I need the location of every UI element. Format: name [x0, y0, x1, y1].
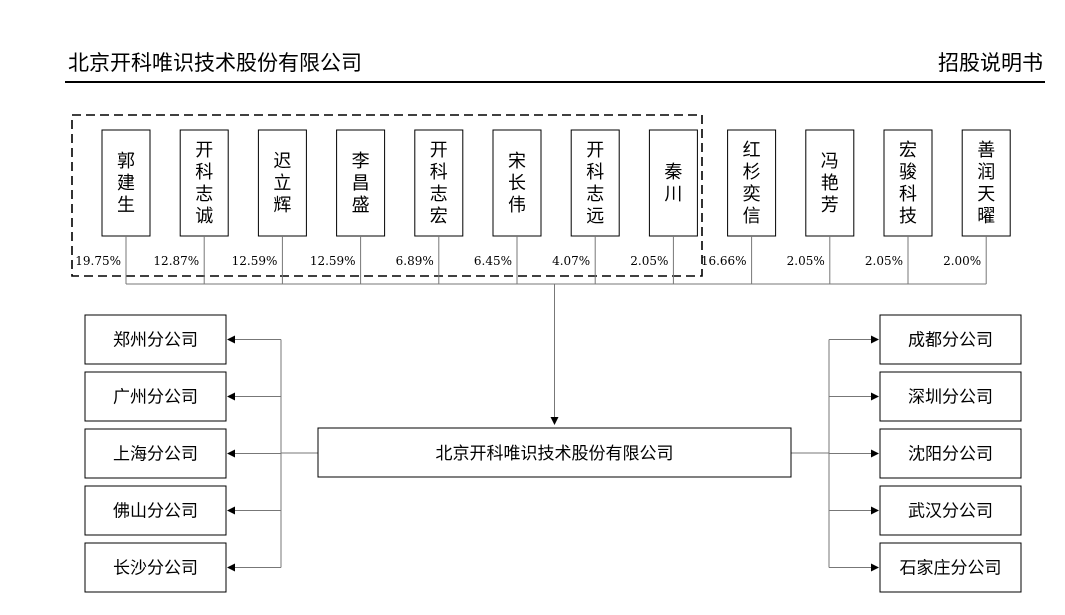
shareholder-item: 开科志远: [570, 129, 620, 237]
shareholding-percentage: 6.45%: [474, 254, 512, 268]
branch-label: 武汉分公司: [908, 502, 993, 522]
shareholder-name: 秦川: [664, 162, 682, 205]
branch-label: 沈阳分公司: [908, 445, 993, 465]
shareholder-name: 迟立辉: [273, 151, 291, 216]
branch-box: [879, 371, 1022, 422]
shareholder-item: 李昌盛: [336, 129, 386, 237]
shareholding-percentage: 2.00%: [943, 254, 981, 268]
branch-office-right: 武汉分公司: [879, 485, 1022, 536]
branch-office-right: 深圳分公司: [879, 371, 1022, 422]
branch-label: 上海分公司: [113, 445, 198, 465]
company-box-label: 北京开科唯识技术股份有限公司: [436, 444, 674, 464]
shareholding-percentage: 2.05%: [787, 254, 825, 268]
branch-office-right: 成都分公司: [879, 314, 1022, 365]
branch-label: 成都分公司: [908, 331, 993, 351]
shareholder-box: [570, 129, 620, 237]
shareholder-box: [961, 129, 1011, 237]
branch-office-left: 郑州分公司: [84, 314, 227, 365]
shareholder-item: 宋长伟: [492, 129, 542, 237]
shareholder-item: 迟立辉: [257, 129, 307, 237]
branch-office-left: 上海分公司: [84, 428, 227, 479]
branch-label: 深圳分公司: [908, 388, 993, 408]
shareholder-box: [101, 129, 151, 237]
shareholding-percentage: 2.05%: [630, 254, 668, 268]
branch-office-right: 沈阳分公司: [879, 428, 1022, 479]
shareholder-box: [492, 129, 542, 237]
shareholding-percentage: 2.05%: [865, 254, 903, 268]
shareholding-percentage: 4.07%: [552, 254, 590, 268]
branch-box: [84, 428, 227, 479]
branch-box: [879, 428, 1022, 479]
branch-box: [879, 542, 1022, 593]
shareholder-name: 开科志诚: [195, 140, 213, 227]
branch-office-left: 佛山分公司: [84, 485, 227, 536]
shareholder-item: 开科志诚: [179, 129, 229, 237]
shareholder-item: 冯艳芳: [805, 129, 855, 237]
shareholder-name: 红杉奕信: [743, 140, 761, 227]
shareholding-percentage: 12.87%: [153, 254, 199, 268]
branch-box: [84, 314, 227, 365]
header-company-name: 北京开科唯识技术股份有限公司: [68, 51, 362, 75]
shareholder-name: 冯艳芳: [821, 151, 839, 216]
shareholding-percentage: 19.75%: [75, 254, 121, 268]
branch-box: [84, 371, 227, 422]
branch-label: 佛山分公司: [113, 502, 198, 522]
controlling-group-dashed-frame: [71, 114, 703, 277]
shareholder-item: 红杉奕信: [727, 129, 777, 237]
branch-label: 郑州分公司: [113, 331, 198, 351]
branch-office-right: 石家庄分公司: [879, 542, 1022, 593]
branch-box: [879, 485, 1022, 536]
shareholding-percentage: 16.66%: [701, 254, 747, 268]
shareholding-percentage: 6.89%: [396, 254, 434, 268]
branch-label: 长沙分公司: [113, 559, 198, 579]
shareholder-name: 宋长伟: [508, 151, 526, 216]
shareholder-box: [648, 129, 698, 237]
branch-office-left: 广州分公司: [84, 371, 227, 422]
shareholder-name: 善润天曜: [977, 140, 995, 227]
shareholding-percentage: 12.59%: [232, 254, 278, 268]
branch-office-left: 长沙分公司: [84, 542, 227, 593]
shareholder-box: [727, 129, 777, 237]
shareholder-name: 宏骏科技: [899, 140, 917, 227]
shareholder-name: 开科志宏: [430, 140, 448, 227]
branch-box: [879, 314, 1022, 365]
shareholding-percentage: 12.59%: [310, 254, 356, 268]
branch-label: 广州分公司: [113, 388, 198, 408]
shareholder-item: 善润天曜: [961, 129, 1011, 237]
branch-label: 石家庄分公司: [900, 559, 1002, 579]
shareholder-item: 开科志宏: [414, 129, 464, 237]
shareholder-item: 郭建生: [101, 129, 151, 237]
company-box: [317, 427, 792, 478]
shareholder-item: 宏骏科技: [883, 129, 933, 237]
branch-box: [84, 485, 227, 536]
shareholder-name: 开科志远: [586, 140, 604, 227]
shareholder-name: 李昌盛: [352, 151, 370, 216]
branch-box: [84, 542, 227, 593]
shareholder-box: [805, 129, 855, 237]
shareholder-name: 郭建生: [117, 151, 135, 216]
shareholder-box: [179, 129, 229, 237]
header-document-type: 招股说明书: [938, 51, 1043, 75]
shareholder-item: 秦川: [648, 129, 698, 237]
header-rule: [65, 81, 1045, 83]
